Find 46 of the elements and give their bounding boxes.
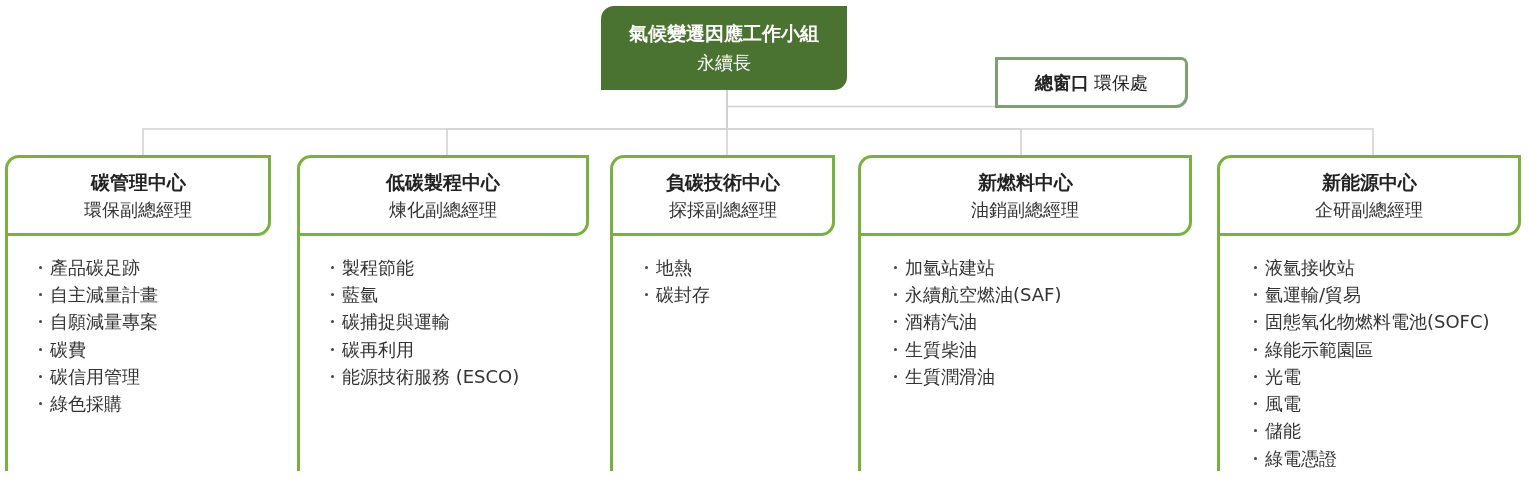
list-item: 固態氧化物燃料電池(SOFC): [1265, 310, 1490, 335]
box-title: 總窗口 環保處: [1034, 70, 1149, 95]
contact-box: [995, 57, 1188, 108]
center-box: [858, 155, 1192, 236]
list-item: 碳費: [50, 337, 86, 362]
box-subtitle: 環保副總經理: [84, 197, 192, 222]
list-item: 自主減量計畫: [50, 282, 158, 307]
box-subtitle: 煉化副總經理: [389, 197, 497, 222]
list-item: 碳信用管理: [50, 364, 140, 389]
box-title: 氣候變遷因應工作小組: [629, 21, 819, 46]
list-item: 製程節能: [342, 255, 414, 280]
list-item: 碳再利用: [342, 337, 414, 362]
list-item: 永續航空燃油(SAF): [905, 282, 1062, 307]
box-title: 新能源中心: [1321, 169, 1417, 195]
list-item: 氫運輸/貿易: [1265, 282, 1362, 307]
list-item: 綠色採購: [50, 392, 122, 417]
list-item: 碳捕捉與運輸: [342, 310, 450, 335]
list-item: 儲能: [1265, 419, 1301, 444]
box-subtitle: 永續長: [697, 51, 751, 75]
list-item: 藍氫: [342, 282, 378, 307]
list-item: 液氫接收站: [1265, 255, 1355, 280]
box-title: 碳管理中心: [90, 169, 186, 195]
box-title: 新燃料中心: [977, 169, 1073, 195]
list-item: 地熱: [656, 255, 692, 280]
list-item: 碳封存: [656, 282, 710, 307]
list-item: 光電: [1265, 364, 1301, 389]
list-item: 生質潤滑油: [905, 364, 995, 389]
list-item: 自願減量專案: [50, 310, 158, 335]
list-item: 產品碳足跡: [50, 255, 140, 280]
list-item: 能源技術服務 (ESCO): [342, 364, 520, 389]
list-item: 酒精汽油: [905, 310, 977, 335]
box-subtitle: 企研副總經理: [1315, 197, 1423, 222]
box-subtitle: 探採副總經理: [668, 197, 777, 222]
box-subtitle: 油銷副總經理: [971, 197, 1079, 222]
center-box: [610, 155, 835, 236]
box-title: 低碳製程中心: [386, 169, 500, 195]
group-box: [601, 6, 847, 90]
list-item: 生質柴油: [905, 337, 977, 362]
list-item: 加氫站建站: [905, 255, 995, 280]
list-item: 綠能示範園區: [1265, 337, 1373, 362]
center-box: [5, 155, 271, 236]
box-title: 負碳技術中心: [665, 169, 780, 195]
list-item: 綠電憑證: [1265, 446, 1337, 471]
center-box: [297, 155, 589, 236]
center-box: [1217, 155, 1521, 236]
list-item: 風電: [1265, 392, 1301, 417]
